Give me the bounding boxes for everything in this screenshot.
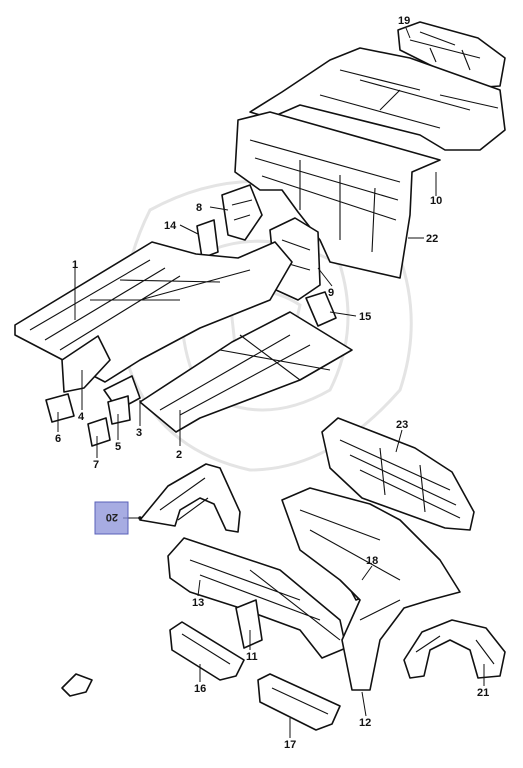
callout-17: 17 xyxy=(284,739,296,751)
callout-6: 6 xyxy=(55,433,61,445)
highlight-box-part-20[interactable] xyxy=(94,501,129,535)
callout-1: 1 xyxy=(72,259,78,271)
part-11-crossmember[interactable] xyxy=(235,599,263,649)
callout-16: 16 xyxy=(194,683,206,695)
part-15-bracket[interactable] xyxy=(305,291,337,327)
callout-22: 22 xyxy=(426,233,438,245)
part-16-panel[interactable] xyxy=(169,621,245,681)
part-7-bracket[interactable] xyxy=(87,417,111,447)
callout-labels: 1 2 3 4 5 6 7 8 9 10 11 12 13 14 15 16 1… xyxy=(55,15,489,751)
callout-13: 13 xyxy=(192,597,204,609)
part-4-reinforcement[interactable] xyxy=(61,335,111,393)
callout-10: 10 xyxy=(430,195,442,207)
part-8-bracket[interactable] xyxy=(221,184,263,241)
part-22-rear-panel[interactable] xyxy=(234,111,441,279)
part-5-bracket[interactable] xyxy=(107,395,131,425)
callout-3: 3 xyxy=(136,427,142,439)
part-14-bracket[interactable] xyxy=(196,219,219,259)
callout-4: 4 xyxy=(78,411,85,423)
part-10-rear-floor-pan[interactable] xyxy=(249,47,506,151)
callout-7: 7 xyxy=(93,459,99,471)
front-direction-arrow-icon xyxy=(61,673,93,697)
callout-9: 9 xyxy=(328,287,334,299)
leader-dots xyxy=(138,516,142,520)
callout-23: 23 xyxy=(396,419,408,431)
callout-12: 12 xyxy=(359,717,371,729)
callout-15: 15 xyxy=(359,311,371,323)
part-2-center-floor-pan[interactable] xyxy=(139,311,353,433)
callout-21: 21 xyxy=(477,687,489,699)
callout-11: 11 xyxy=(246,651,258,663)
part-23-side-panel[interactable] xyxy=(321,417,475,531)
part-13-side-rail[interactable] xyxy=(167,537,347,659)
part-20-wheel-arch[interactable] xyxy=(139,463,241,533)
callout-14: 14 xyxy=(164,220,177,232)
part-6-bracket[interactable] xyxy=(45,393,75,423)
callout-8: 8 xyxy=(196,202,202,214)
part-12-rear-side-member[interactable] xyxy=(281,487,461,691)
callout-2: 2 xyxy=(176,449,182,461)
part-17-panel[interactable] xyxy=(257,673,341,731)
callout-18: 18 xyxy=(366,555,378,567)
callout-19: 19 xyxy=(398,15,410,27)
callout-5: 5 xyxy=(115,441,121,453)
part-19-rear-end-panel[interactable] xyxy=(397,21,506,89)
callout-20: 20 xyxy=(106,511,118,523)
part-21-wheelhouse-inner[interactable] xyxy=(403,619,506,679)
